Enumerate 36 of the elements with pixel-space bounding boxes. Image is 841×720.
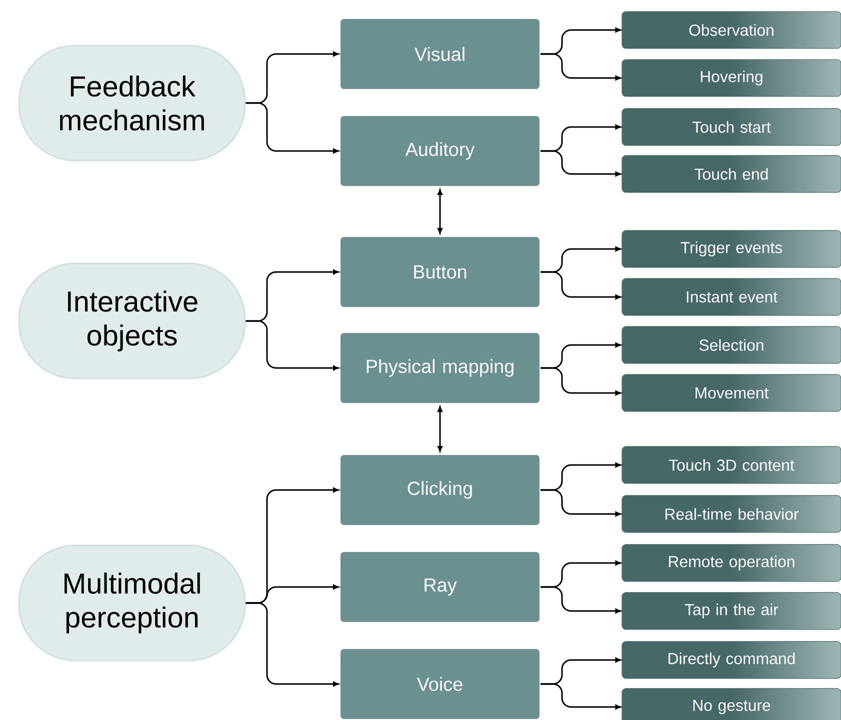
item-box: Instant event	[622, 278, 841, 316]
item-box: Hovering	[622, 59, 841, 97]
item-box: Touch end	[622, 155, 841, 193]
item-box: Tap in the air	[622, 592, 841, 630]
arrow	[246, 320, 339, 370]
process-box: Physical mapping	[340, 332, 540, 404]
item-box: Touch 3D content	[622, 446, 841, 484]
item-box: Trigger events	[622, 230, 841, 268]
process-box: Visual	[340, 18, 540, 90]
item-box: Directly command	[622, 641, 841, 679]
arrow	[540, 489, 621, 516]
process-box: Button	[340, 236, 540, 308]
arrow	[540, 271, 621, 300]
arrow	[540, 53, 621, 80]
arrow	[438, 406, 442, 452]
category-pill: Interactive objects	[18, 262, 246, 380]
process-box: Ray	[340, 550, 540, 623]
category-pill: Feedback mechanism	[18, 44, 246, 162]
arrow	[540, 367, 621, 396]
process-box: Clicking	[340, 454, 540, 526]
arrow	[540, 683, 621, 710]
process-box: Auditory	[340, 114, 540, 187]
item-box: Selection	[622, 326, 841, 364]
item-box: Real-time behavior	[622, 495, 841, 533]
category-pill: Multimodal perception	[18, 544, 246, 662]
arrow	[246, 602, 339, 686]
arrow	[540, 150, 621, 176]
item-box: Remote operation	[622, 544, 841, 582]
item-box: No gesture	[622, 688, 841, 720]
item-box: Movement	[622, 374, 841, 412]
arrow	[540, 586, 621, 614]
item-box: Observation	[622, 11, 841, 49]
item-box: Touch start	[622, 108, 841, 146]
arrow	[438, 189, 442, 234]
process-box: Voice	[340, 648, 540, 720]
arrow	[246, 102, 339, 154]
